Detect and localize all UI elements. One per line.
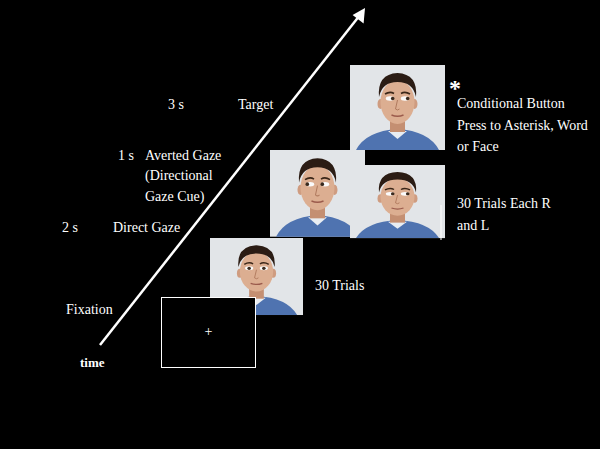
duration-label: 3 s <box>168 95 184 115</box>
frame-edge <box>441 205 442 240</box>
time-arrow-head <box>353 8 365 24</box>
fixation-screen: + <box>161 297 256 368</box>
node-text: + <box>205 324 213 341</box>
duration-label: 1 s <box>118 146 134 166</box>
phase-label: Direct Gaze <box>113 218 180 238</box>
pupil <box>247 267 251 270</box>
phase-label: Target <box>238 95 273 115</box>
pupil <box>391 97 395 101</box>
pupil <box>262 267 266 270</box>
time-arrow-shaft <box>100 15 360 345</box>
duration-label: 2 s <box>62 218 78 238</box>
trial-count-note: 30 Trials Each R and L <box>457 193 567 236</box>
pupil <box>321 182 325 186</box>
trial-count-note: 30 Trials <box>315 276 364 296</box>
averted-gaze-face-right <box>350 165 445 238</box>
target-face <box>350 65 445 150</box>
axis-label: time <box>80 354 105 373</box>
task-note: Conditional Button Press to Asterisk, Wo… <box>457 93 597 158</box>
phase-label: Fixation <box>66 300 113 320</box>
face-photo <box>350 165 445 238</box>
pupil <box>406 192 410 195</box>
phase-label: Averted Gaze (Directional Gaze Cue) <box>145 146 241 207</box>
pupil <box>306 182 310 186</box>
face-photo <box>350 65 445 150</box>
pupil <box>406 97 410 101</box>
pupil <box>391 192 395 195</box>
